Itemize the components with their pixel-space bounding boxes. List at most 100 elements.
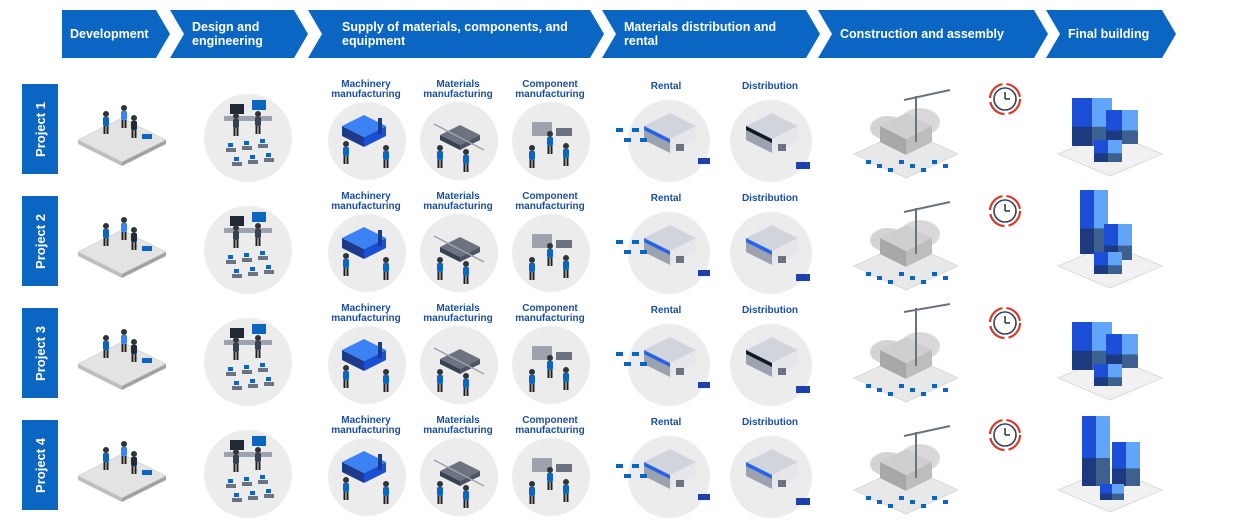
rental-label: Rental (650, 193, 682, 204)
development-illustration (72, 424, 172, 504)
project-label-text: Project 4 (32, 437, 48, 493)
development-illustration (72, 312, 172, 392)
materials-factory-icon (433, 459, 485, 508)
machinery-manufacturing-label: Machinery manufacturing (331, 191, 401, 212)
rental-label: Rental (650, 305, 682, 316)
construction-site-icon (853, 303, 959, 403)
illustration-backdrop (204, 318, 292, 406)
materials-manufacturing-label: Materials manufacturing (423, 79, 493, 100)
stage-design-engineering: Design and engineering (170, 10, 308, 58)
engineering-office-icon (224, 100, 274, 166)
stage-development: Development (62, 10, 170, 58)
illustration-backdrop (204, 206, 292, 294)
project-label: Project 4 (22, 420, 58, 510)
illustration-backdrop (204, 94, 292, 182)
development-illustration (72, 200, 172, 280)
project-label-text: Project 1 (32, 101, 48, 157)
distribution-label: Distribution (741, 305, 799, 316)
component-factory-icon (529, 346, 572, 392)
component-factory-icon (529, 122, 572, 168)
construction-site-illustration (848, 190, 968, 300)
materials-manufacturing-label: Materials manufacturing (423, 415, 493, 436)
clock-icon (988, 306, 1022, 340)
distribution-warehouse-icon (746, 225, 810, 281)
stage-distribution-rental: Materials distribution and rental (602, 10, 820, 58)
clock-icon (988, 418, 1022, 452)
materials-manufacturing-label: Materials manufacturing (423, 303, 493, 324)
distribution-warehouse-icon (746, 113, 810, 169)
materials-factory-icon (433, 123, 485, 172)
component-factory-icon (529, 234, 572, 280)
project-label-text: Project 3 (32, 325, 48, 381)
stage-label: Final building (1068, 27, 1150, 41)
distribution-label: Distribution (741, 417, 799, 428)
machinery-factory-icon (342, 115, 389, 168)
engineering-office-icon (224, 324, 274, 390)
stage-label: Supply of materials, components, and equ… (342, 20, 568, 48)
clock-icon (988, 82, 1022, 116)
rental-warehouse-icon (616, 449, 710, 500)
illustration-backdrop (204, 430, 292, 518)
rental-label: Rental (650, 81, 682, 92)
final-building-icon (1057, 98, 1163, 177)
machinery-manufacturing-label: Machinery manufacturing (331, 415, 401, 436)
distribution-label: Distribution (741, 81, 799, 92)
final-building-illustration (1052, 66, 1170, 178)
clock-icon (988, 306, 1022, 340)
materials-factory-icon (433, 235, 485, 284)
machinery-manufacturing-label: Machinery manufacturing (331, 79, 401, 100)
machinery-factory-icon (342, 339, 389, 392)
stage-final-building: Final building (1046, 10, 1176, 58)
stage-label: Development (70, 27, 149, 41)
engineering-office-icon (224, 212, 274, 278)
clock-icon (988, 82, 1022, 116)
component-manufacturing-label: Component manufacturing (515, 79, 585, 100)
clock-icon (988, 194, 1022, 228)
rental-label: Rental (650, 417, 682, 428)
final-building-icon (1057, 190, 1163, 289)
component-manufacturing-label: Component manufacturing (515, 303, 585, 324)
clock-icon (988, 194, 1022, 228)
stage-label: Materials distribution and rental (624, 20, 777, 48)
distribution-warehouse-icon (746, 337, 810, 393)
construction-site-illustration (848, 302, 968, 412)
people-planning-icon (77, 217, 167, 278)
project-label: Project 1 (22, 84, 58, 174)
people-planning-icon (77, 329, 167, 390)
project-label-text: Project 2 (32, 213, 48, 269)
construction-site-illustration (848, 78, 968, 188)
people-planning-icon (77, 105, 167, 166)
stage-label: Construction and assembly (840, 27, 1004, 41)
distribution-label: Distribution (741, 193, 799, 204)
stage-label: Design and engineering (192, 20, 263, 48)
construction-site-icon (853, 89, 959, 179)
development-illustration (72, 88, 172, 168)
construction-site-icon (853, 201, 959, 291)
machinery-manufacturing-label: Machinery manufacturing (331, 303, 401, 324)
rental-warehouse-icon (616, 113, 710, 164)
people-planning-icon (77, 441, 167, 502)
machinery-factory-icon (342, 227, 389, 280)
final-building-icon (1057, 416, 1163, 513)
component-factory-icon (529, 458, 572, 504)
engineering-office-icon (224, 436, 274, 502)
rental-warehouse-icon (616, 225, 710, 276)
project-label: Project 3 (22, 308, 58, 398)
materials-manufacturing-label: Materials manufacturing (423, 191, 493, 212)
stage-construction-assembly: Construction and assembly (818, 10, 1048, 58)
final-building-icon (1057, 322, 1163, 401)
final-building-illustration (1052, 178, 1170, 290)
construction-site-icon (853, 425, 959, 515)
construction-site-illustration (848, 414, 968, 524)
final-building-illustration (1052, 290, 1170, 402)
project-label: Project 2 (22, 196, 58, 286)
component-manufacturing-label: Component manufacturing (515, 191, 585, 212)
stage-supply: Supply of materials, components, and equ… (308, 10, 604, 58)
materials-factory-icon (433, 347, 485, 396)
final-building-illustration (1052, 402, 1170, 514)
component-manufacturing-label: Component manufacturing (515, 415, 585, 436)
rental-warehouse-icon (616, 337, 710, 388)
clock-icon (988, 418, 1022, 452)
machinery-factory-icon (342, 451, 389, 504)
